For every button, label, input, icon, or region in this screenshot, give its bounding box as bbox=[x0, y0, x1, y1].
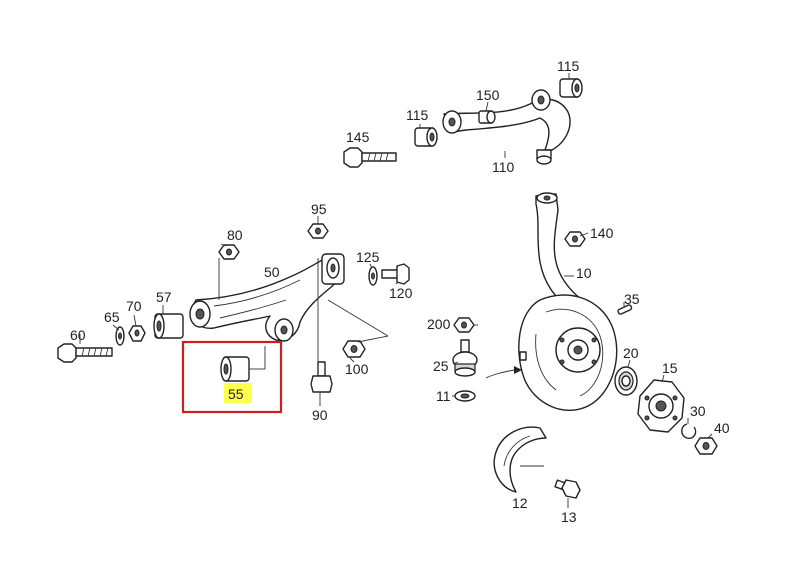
label-55-highlight bbox=[224, 383, 252, 403]
upper-control-arm-group: 145 115 150 115 110 bbox=[343, 58, 583, 175]
part-110-upper-arm[interactable] bbox=[442, 89, 571, 165]
part-115-bushing-left[interactable] bbox=[414, 127, 438, 147]
label-60: 60 bbox=[70, 327, 86, 343]
part-80-nut[interactable] bbox=[218, 244, 240, 260]
label-115-left: 115 bbox=[406, 107, 429, 123]
part-200-nut[interactable] bbox=[453, 317, 475, 333]
part-25-ball-joint[interactable] bbox=[452, 339, 478, 377]
part-30-circlip[interactable] bbox=[681, 423, 697, 440]
label-115-right: 115 bbox=[557, 58, 580, 74]
label-150: 150 bbox=[476, 87, 500, 103]
label-10: 10 bbox=[576, 265, 592, 281]
part-65-washer[interactable] bbox=[115, 326, 125, 346]
label-65: 65 bbox=[104, 309, 120, 325]
part-15-wheel-hub[interactable] bbox=[637, 379, 685, 433]
lower-control-arm-group: 60 65 70 57 80 50 95 125 120 100 90 bbox=[57, 201, 413, 423]
part-55-bushing[interactable] bbox=[220, 356, 250, 382]
part-120-bolt[interactable] bbox=[381, 263, 410, 285]
label-80: 80 bbox=[227, 227, 243, 243]
part-57-bushing[interactable] bbox=[153, 313, 184, 339]
label-100: 100 bbox=[345, 361, 369, 377]
label-120: 120 bbox=[389, 285, 413, 301]
part-10-backing-plate[interactable] bbox=[518, 294, 618, 411]
label-200: 200 bbox=[427, 316, 451, 332]
label-25: 25 bbox=[433, 358, 449, 374]
part-11-washer[interactable] bbox=[454, 390, 476, 402]
part-13-bolt[interactable] bbox=[554, 479, 581, 499]
label-40: 40 bbox=[714, 420, 730, 436]
label-110: 110 bbox=[492, 159, 515, 175]
label-70: 70 bbox=[126, 298, 142, 314]
label-11: 11 bbox=[436, 388, 451, 404]
part-100-nut[interactable] bbox=[342, 340, 366, 358]
label-35: 35 bbox=[624, 291, 640, 307]
part-115-bushing-right[interactable] bbox=[559, 78, 583, 98]
part-20-bearing[interactable] bbox=[614, 366, 638, 396]
label-140: 140 bbox=[590, 225, 614, 241]
knuckle-hub-group: 140 10 35 20 15 30 40 200 25 11 12 13 bbox=[427, 192, 730, 525]
label-12: 12 bbox=[512, 495, 528, 511]
label-13: 13 bbox=[561, 509, 577, 525]
part-125-washer[interactable] bbox=[368, 266, 378, 286]
label-30: 30 bbox=[690, 403, 706, 419]
part-60-bolt[interactable] bbox=[57, 343, 113, 363]
label-15: 15 bbox=[662, 360, 678, 376]
part-40-nut[interactable] bbox=[694, 437, 718, 455]
part-12-shield[interactable] bbox=[493, 426, 547, 493]
label-50: 50 bbox=[264, 264, 280, 280]
label-20: 20 bbox=[623, 345, 639, 361]
part-90-bolt[interactable] bbox=[310, 361, 333, 393]
label-55: 55 bbox=[228, 386, 244, 402]
label-57: 57 bbox=[156, 289, 172, 305]
assembly-arrow bbox=[485, 366, 522, 379]
part-50-lower-arm[interactable] bbox=[189, 253, 345, 342]
part-70-nut[interactable] bbox=[128, 325, 146, 342]
part-95-nut[interactable] bbox=[307, 223, 329, 239]
part-145-bolt[interactable] bbox=[343, 147, 397, 168]
part-150-bushing-small[interactable] bbox=[478, 110, 496, 124]
part-10-steering-knuckle[interactable] bbox=[535, 192, 583, 313]
selected-part-55-callout[interactable]: 55 bbox=[181, 340, 283, 414]
label-125: 125 bbox=[356, 249, 380, 265]
label-95: 95 bbox=[311, 201, 327, 217]
label-90: 90 bbox=[312, 407, 328, 423]
part-140-nut[interactable] bbox=[564, 231, 586, 247]
selection-box bbox=[181, 340, 283, 414]
label-145: 145 bbox=[346, 129, 370, 145]
